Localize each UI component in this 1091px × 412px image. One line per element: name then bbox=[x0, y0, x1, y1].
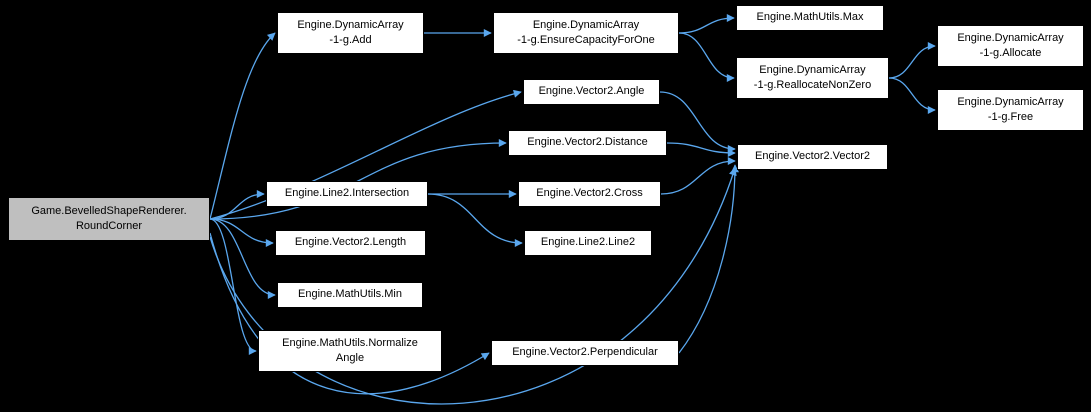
node-label: Engine.MathUtils.Min bbox=[298, 288, 402, 301]
edge-roundcorner-to-vector2 bbox=[209, 167, 737, 405]
edge-roundcorner-to-intersection bbox=[209, 190, 265, 220]
edge-perpendicular-to-vector2 bbox=[678, 164, 739, 354]
node-vector2[interactable]: Engine.Vector2.Vector2 bbox=[737, 144, 888, 170]
edge-angle-to-vector2 bbox=[659, 91, 736, 153]
node-label: Engine.Line2.Intersection bbox=[284, 187, 410, 200]
node-label: Engine.DynamicArray -1-g.Add bbox=[297, 18, 404, 46]
node-label: Engine.Line2.Line2 bbox=[540, 236, 636, 249]
node-label: Engine.Vector2.Perpendicular bbox=[512, 346, 658, 359]
node-roundcorner[interactable]: Game.BevelledShapeRenderer. RoundCorner bbox=[8, 197, 210, 241]
edge-realloc-to-free bbox=[888, 77, 936, 114]
edge-roundcorner-to-add bbox=[209, 32, 276, 220]
node-label: Engine.DynamicArray -1-g.Free bbox=[957, 95, 1064, 123]
edge-realloc-to-allocate bbox=[888, 42, 936, 79]
node-line2[interactable]: Engine.Line2.Line2 bbox=[524, 230, 652, 256]
edge-roundcorner-to-perpendicular bbox=[209, 232, 490, 395]
edge-roundcorner-to-angle bbox=[209, 89, 522, 220]
edge-intersection-to-line2 bbox=[427, 193, 523, 247]
node-distance[interactable]: Engine.Vector2.Distance bbox=[508, 130, 667, 156]
node-max[interactable]: Engine.MathUtils.Max bbox=[736, 5, 884, 31]
node-label: Engine.Vector2.Length bbox=[294, 236, 407, 249]
node-label: Engine.MathUtils.Max bbox=[756, 11, 864, 24]
node-label: Engine.DynamicArray -1-g.EnsureCapacityF… bbox=[517, 18, 655, 46]
edge-distance-to-vector2 bbox=[666, 142, 736, 157]
edge-ensure-to-max bbox=[678, 14, 735, 34]
node-label: Engine.Vector2.Vector2 bbox=[755, 150, 870, 163]
node-add[interactable]: Engine.DynamicArray -1-g.Add bbox=[277, 12, 424, 54]
node-label: Engine.Vector2.Distance bbox=[527, 136, 648, 149]
node-label: Game.BevelledShapeRenderer. RoundCorner bbox=[31, 204, 187, 232]
node-angle[interactable]: Engine.Vector2.Angle bbox=[523, 79, 660, 105]
edge-roundcorner-to-min bbox=[209, 218, 276, 299]
node-label: Engine.DynamicArray -1-g.ReallocateNonZe… bbox=[753, 63, 872, 91]
node-label: Engine.MathUtils.Normalize Angle bbox=[282, 336, 418, 364]
edge-ensure-to-realloc bbox=[678, 32, 735, 82]
edge-cross-to-vector2 bbox=[660, 157, 736, 195]
edge-roundcorner-to-length bbox=[209, 218, 274, 247]
node-length[interactable]: Engine.Vector2.Length bbox=[275, 230, 426, 256]
node-label: Engine.Vector2.Cross bbox=[536, 187, 643, 200]
node-realloc[interactable]: Engine.DynamicArray -1-g.ReallocateNonZe… bbox=[736, 57, 889, 99]
node-cross[interactable]: Engine.Vector2.Cross bbox=[518, 181, 661, 207]
node-allocate[interactable]: Engine.DynamicArray -1-g.Allocate bbox=[937, 25, 1084, 67]
edge-roundcorner-to-normalize bbox=[209, 218, 257, 355]
node-min[interactable]: Engine.MathUtils.Min bbox=[277, 282, 423, 308]
node-normalize[interactable]: Engine.MathUtils.Normalize Angle bbox=[258, 330, 442, 372]
node-intersection[interactable]: Engine.Line2.Intersection bbox=[266, 181, 428, 207]
node-label: Engine.DynamicArray -1-g.Allocate bbox=[957, 31, 1064, 59]
node-perpendicular[interactable]: Engine.Vector2.Perpendicular bbox=[491, 340, 679, 366]
node-label: Engine.Vector2.Angle bbox=[538, 85, 645, 98]
node-ensure[interactable]: Engine.DynamicArray -1-g.EnsureCapacityF… bbox=[493, 12, 679, 54]
node-free[interactable]: Engine.DynamicArray -1-g.Free bbox=[937, 89, 1084, 131]
